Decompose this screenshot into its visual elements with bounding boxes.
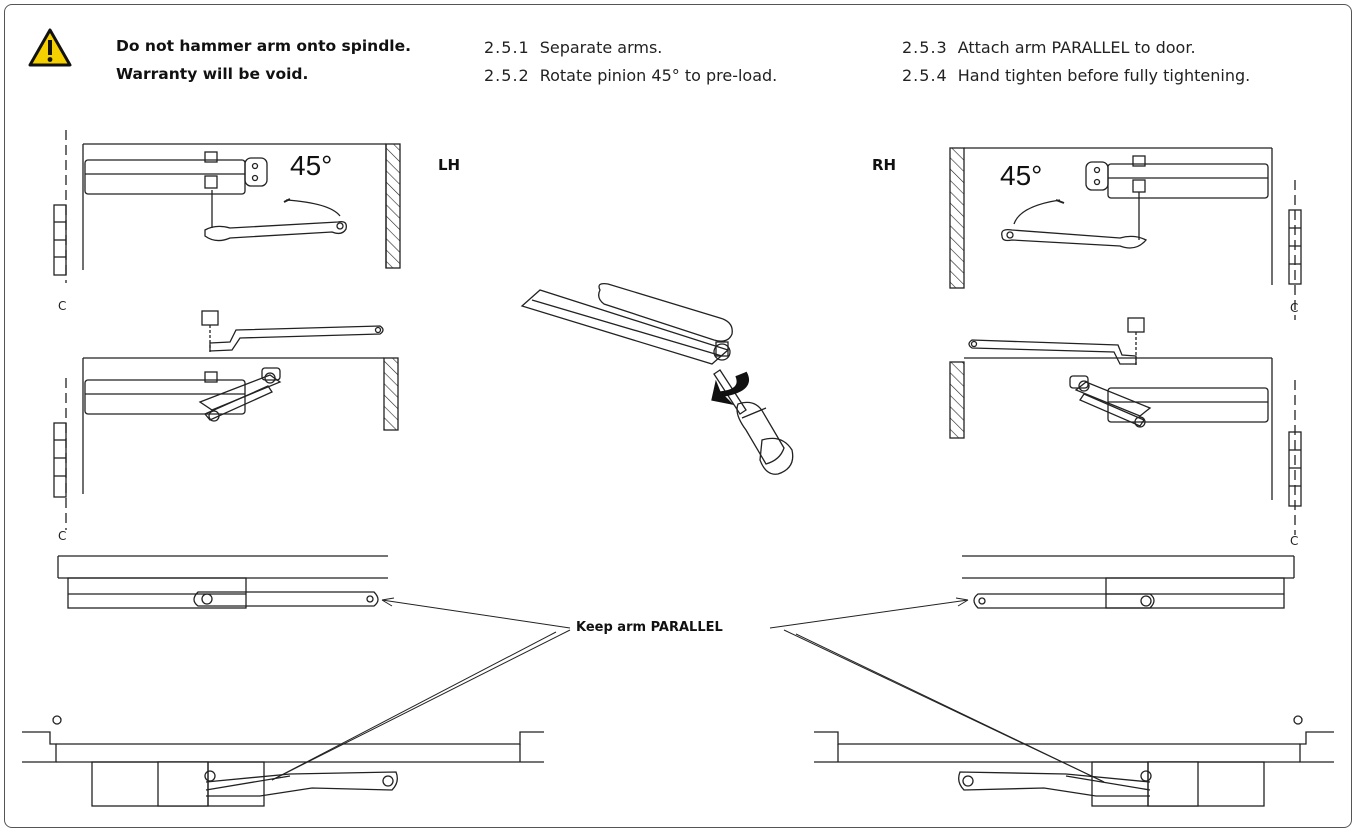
rh-plan-view <box>814 715 1334 807</box>
forearm <box>598 282 733 342</box>
instruction-frame <box>4 4 1352 828</box>
closer-body <box>84 159 246 195</box>
steps-right: 2.5.3 Attach arm PARALLEL to door. 2.5.4 H… <box>902 34 1250 90</box>
step-2-5-2: 2.5.2 Rotate pinion 45° to pre-load. <box>484 62 777 90</box>
warning-line-1: Do not hammer arm onto spindle. <box>116 37 412 55</box>
step-text: Separate arms. <box>539 38 663 57</box>
step-2-5-3: 2.5.3 Attach arm PARALLEL to door. <box>902 34 1250 62</box>
upper-arm <box>209 325 384 352</box>
step-text: Hand tighten before fully tightening. <box>957 66 1251 85</box>
svg-text:C: C <box>58 529 66 543</box>
steps-left: 2.5.1 Separate arms. 2.5.2 Rotate pinion 4… <box>484 34 777 90</box>
closer-top-view <box>67 577 247 609</box>
wrench <box>204 221 347 242</box>
lh-arm-attach-diagram: C <box>53 310 399 543</box>
rh-parallel-top-view <box>962 555 1295 609</box>
step-number: 2.5.3 <box>902 38 948 57</box>
callout-keep-arm-parallel: Keep arm PARALLEL <box>576 620 723 635</box>
rh-arm-attach-diagram: C <box>949 317 1302 548</box>
centerline-symbol: C <box>58 299 66 313</box>
rh-preload-diagram: C <box>949 147 1302 320</box>
angle-label-right: 45° <box>1000 160 1043 191</box>
rh-label: RH <box>872 156 897 174</box>
parallel-arm <box>193 591 379 607</box>
warning-line-2: Warranty will be void. <box>116 65 309 83</box>
lh-parallel-top-view <box>57 555 388 609</box>
lh-plan-view <box>22 715 544 807</box>
lh-label: LH <box>438 156 461 174</box>
step-number: 2.5.4 <box>902 66 948 85</box>
svg-text:C: C <box>1290 301 1298 315</box>
step-text: Rotate pinion 45° to pre-load. <box>539 66 778 85</box>
angle-label-left: 45° <box>290 150 333 181</box>
callout-leaders <box>271 597 1105 783</box>
step-2-5-1: 2.5.1 Separate arms. <box>484 34 777 62</box>
step-text: Attach arm PARALLEL to door. <box>957 38 1196 57</box>
step-number: 2.5.2 <box>484 66 530 85</box>
screwdriver-illustration <box>520 282 794 475</box>
step-number: 2.5.1 <box>484 38 530 57</box>
step-2-5-4: 2.5.4 Hand tighten before fully tightenin… <box>902 62 1250 90</box>
screwdriver-handle <box>736 401 785 465</box>
wall-section <box>385 143 401 269</box>
bolt-head <box>201 310 219 326</box>
rotate-arrow-icon <box>711 371 750 406</box>
warning-icon <box>28 28 72 67</box>
warning-message: Do not hammer arm onto spindle. Warranty… <box>116 32 411 88</box>
svg-text:C: C <box>1290 534 1298 548</box>
lh-preload-diagram: C <box>53 130 401 313</box>
